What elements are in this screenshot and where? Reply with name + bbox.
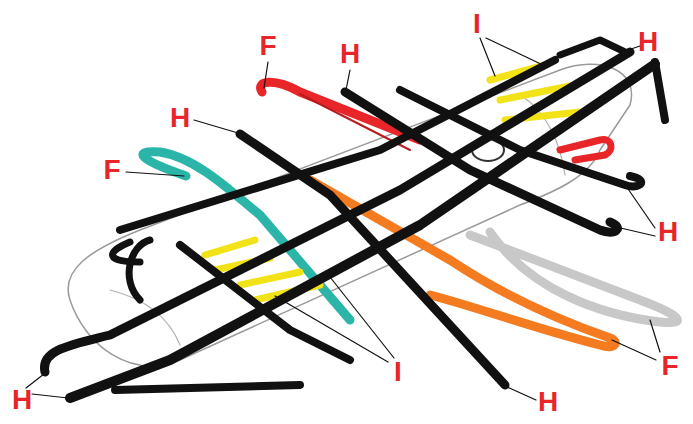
black-strap [655,62,665,120]
callout-letter: F [259,30,276,62]
black-strap [115,385,300,390]
leader-lines [26,38,660,400]
callout-letter: H [340,38,360,70]
callout-letter: H [538,386,558,418]
callout-letter: H [170,102,190,134]
grey-strap [470,232,677,323]
black-strap [129,240,150,300]
black-strap [70,64,655,398]
callout-letter: F [661,350,678,382]
red-strap [560,140,611,160]
callout-letter: I [394,356,402,388]
callout-letter: H [12,384,32,416]
black-strap [400,90,641,186]
black-strap [44,52,630,372]
black-strap [345,92,617,232]
callout-letter: I [473,8,481,40]
black-strap [560,40,625,55]
callout-letter: H [638,26,658,58]
callout-letter: H [658,216,678,248]
callout-letter: F [103,154,120,186]
red-strap [261,82,420,140]
black-strap [180,245,350,360]
